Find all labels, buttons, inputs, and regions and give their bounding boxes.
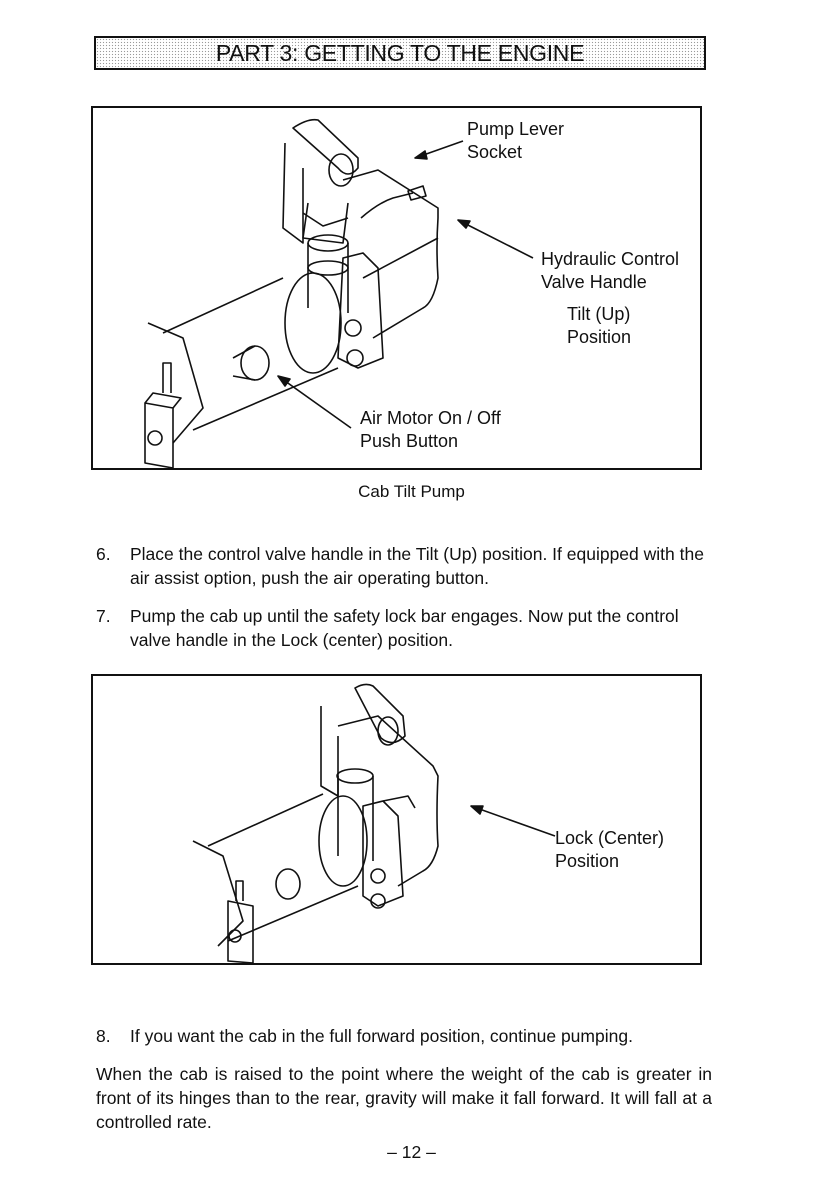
step-number: 7. <box>96 606 111 626</box>
step-text: Pump the cab up until the safety lock ba… <box>130 606 679 650</box>
callout-lock-center-position: Lock (Center) Position <box>555 828 665 871</box>
step-7: 7. Pump the cab up until the safety lock… <box>96 604 716 652</box>
callout-air-motor-button: Air Motor On / Off Push Button <box>360 408 501 451</box>
page-number: – 12 – <box>387 1142 436 1162</box>
step-6: 6. Place the control valve handle in the… <box>96 542 716 590</box>
section-title: PART 3: GETTING TO THE ENGINE <box>215 39 585 66</box>
step-text: If you want the cab in the full forward … <box>130 1026 633 1046</box>
step-number: 6. <box>96 544 111 564</box>
pump-illustration-tilt <box>144 118 534 468</box>
figure-lock-position: Lock (Center) Position <box>91 674 702 965</box>
callout-hydraulic-control-valve: Hydraulic Control Valve Handle <box>541 249 680 292</box>
figure-caption: Cab Tilt Pump <box>358 482 465 501</box>
step-number: 8. <box>96 1026 111 1046</box>
pump-illustration-lock <box>192 683 556 963</box>
callout-tilt-position: Tilt (Up) Position <box>567 304 632 347</box>
callout-pump-lever-socket: Pump Lever Socket <box>467 119 565 162</box>
step-text: Place the control valve handle in the Ti… <box>130 544 704 588</box>
step-8: 8. If you want the cab in the full forwa… <box>96 1024 716 1048</box>
section-header: PART 3: GETTING TO THE ENGINE <box>94 36 706 70</box>
body-paragraph: When the cab is raised to the point wher… <box>96 1064 712 1132</box>
figure-cab-tilt-pump: Pump Lever Socket Hydraulic Control Valv… <box>91 106 702 470</box>
